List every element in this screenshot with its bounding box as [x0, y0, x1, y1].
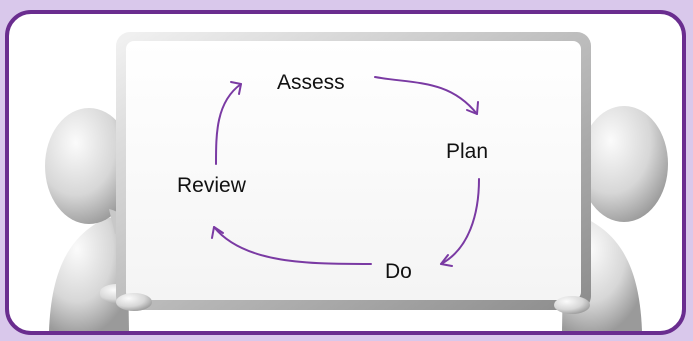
illustration: [45, 32, 668, 331]
step-review: Review: [177, 174, 246, 197]
right-hand: [554, 296, 590, 314]
arrow-do-to-review: [213, 226, 372, 265]
image-frame: Assess Plan Do Review: [5, 10, 686, 335]
arrowhead-plan: [466, 101, 479, 115]
whiteboard: [116, 32, 591, 310]
arrow-assess-to-plan: [374, 76, 478, 115]
arrow-review-to-assess: [215, 83, 242, 165]
left-hand: [116, 293, 152, 311]
arrowhead-review: [211, 226, 224, 239]
arrowhead-assess: [230, 81, 242, 95]
arrowhead-do: [440, 254, 453, 267]
step-do: Do: [385, 260, 412, 283]
step-assess: Assess: [277, 71, 345, 94]
arrow-plan-to-do: [440, 178, 480, 265]
step-plan: Plan: [446, 140, 489, 163]
